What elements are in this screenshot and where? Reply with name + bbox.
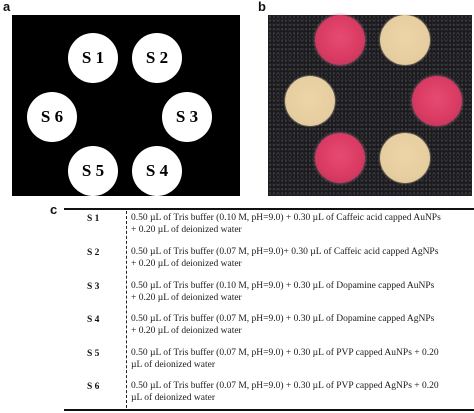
composition-line: 0.50 µL of Tris buffer (0.10 M, pH=9.0) … [131, 281, 435, 291]
sample-id: S 2 [87, 248, 100, 258]
table-row-s5: S 5 0.50 µL of Tris buffer (0.07 M, pH=9… [64, 347, 474, 379]
table-bottom-rule [64, 409, 474, 411]
spot-photo-s1 [315, 15, 365, 65]
table-row-s6: S 6 0.50 µL of Tris buffer (0.07 M, pH=9… [64, 380, 474, 412]
composition-line: 0.50 µL of Tris buffer (0.07 M, pH=9.0) … [131, 348, 439, 358]
composition-line: + 0.20 µL of deionized water [131, 325, 242, 336]
spot-photo-s2 [380, 15, 430, 65]
composition-line: 0.50 µL of Tris buffer (0.10 M, pH=9.0) … [131, 213, 441, 223]
composition-line: + 0.20 µL of deionized water [131, 292, 242, 303]
sample-composition: 0.50 µL of Tris buffer (0.07 M, pH=9.0) … [131, 381, 471, 404]
panel-b-photo [268, 15, 472, 196]
table-row-s3: S 3 0.50 µL of Tris buffer (0.10 M, pH=9… [64, 280, 474, 312]
table-row-s2: S 2 0.50 µL of Tris buffer (0.07 M, pH=9… [64, 246, 474, 278]
sample-id: S 1 [87, 214, 100, 224]
table-row-s4: S 4 0.50 µL of Tris buffer (0.07 M, pH=9… [64, 313, 474, 345]
sample-composition: 0.50 µL of Tris buffer (0.10 M, pH=9.0) … [131, 213, 471, 236]
composition-line: 0.50 µL of Tris buffer (0.07 M, pH=9.0)+… [131, 247, 439, 257]
sample-composition: 0.50 µL of Tris buffer (0.07 M, pH=9.0) … [131, 314, 471, 337]
composition-line: µL of deionized water [131, 392, 215, 403]
sample-id: S 4 [87, 315, 100, 325]
composition-line: 0.50 µL of Tris buffer (0.07 M, pH=9.0) … [131, 381, 439, 391]
composition-line: + 0.20 µL of deionized water [131, 258, 242, 269]
spot-photo-s3 [412, 76, 462, 126]
spot-photo-s4 [380, 133, 430, 183]
composition-line: + 0.20 µL of deionized water [131, 224, 242, 235]
table-column-separator [126, 211, 127, 408]
sample-id: S 6 [87, 382, 100, 392]
panel-label-c: c [50, 202, 58, 217]
spot-label-s1: S 1 [68, 33, 118, 83]
panel-c-table: S 1 0.50 µL of Tris buffer (0.10 M, pH=9… [64, 208, 474, 412]
spot-label-s6: S 6 [27, 92, 77, 142]
spot-label-s2: S 2 [132, 33, 182, 83]
sample-id: S 3 [87, 282, 100, 292]
spot-photo-s6 [285, 76, 335, 126]
panel-label-a: a [3, 0, 11, 14]
composition-line: 0.50 µL of Tris buffer (0.07 M, pH=9.0) … [131, 314, 435, 324]
panel-label-b: b [258, 0, 266, 14]
spot-photo-s5 [315, 133, 365, 183]
spot-label-s4: S 4 [132, 146, 182, 196]
table-row-s1: S 1 0.50 µL of Tris buffer (0.10 M, pH=9… [64, 212, 474, 244]
panel-a-schematic: S 1 S 2 S 6 S 3 S 5 S 4 [12, 15, 240, 196]
sample-composition: 0.50 µL of Tris buffer (0.07 M, pH=9.0)+… [131, 247, 471, 270]
sample-composition: 0.50 µL of Tris buffer (0.07 M, pH=9.0) … [131, 348, 471, 371]
composition-line: µL of deionized water [131, 359, 215, 370]
sample-composition: 0.50 µL of Tris buffer (0.10 M, pH=9.0) … [131, 281, 471, 304]
spot-label-s3: S 3 [162, 92, 212, 142]
sample-id: S 5 [87, 349, 100, 359]
spot-label-s5: S 5 [68, 146, 118, 196]
table-top-rule [64, 208, 474, 210]
